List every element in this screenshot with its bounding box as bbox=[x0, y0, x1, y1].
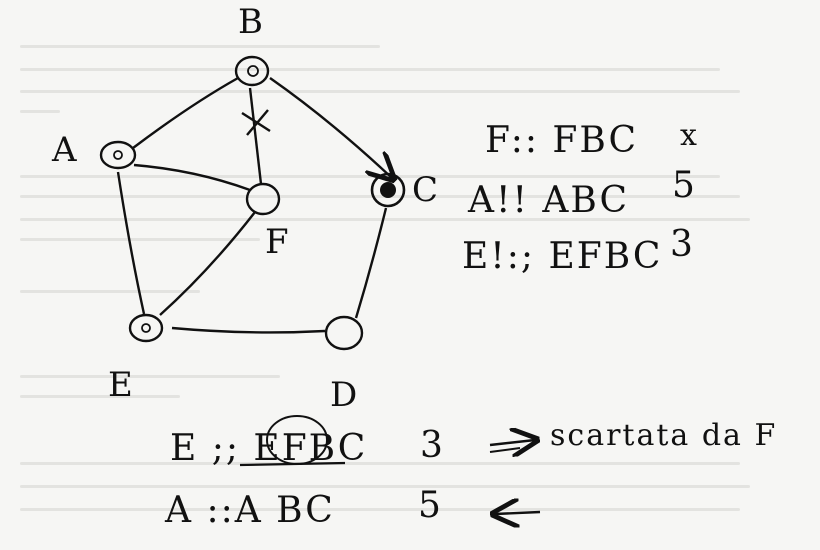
arrow-back bbox=[495, 512, 541, 514]
bottom-row-note: scartata da F bbox=[550, 418, 778, 453]
table-row-cost: x bbox=[680, 118, 699, 153]
node-label-c: C bbox=[412, 170, 441, 210]
edge-a-f bbox=[133, 163, 251, 192]
node-label-a: A bbox=[52, 130, 79, 170]
edge-e-d bbox=[171, 326, 326, 334]
cut-mark bbox=[241, 109, 271, 136]
arrow-to-note bbox=[489, 440, 535, 452]
edge-a-e bbox=[116, 171, 146, 315]
node-label-b: B bbox=[238, 2, 265, 42]
table-row-path: A!! ABC bbox=[468, 180, 630, 221]
node-label-f: F bbox=[265, 222, 291, 262]
edge-a-b bbox=[132, 76, 239, 149]
table-row-cost: 3 bbox=[670, 224, 695, 265]
edge-c-d bbox=[354, 207, 388, 319]
node-label-e: E bbox=[108, 365, 135, 405]
edge-f-e bbox=[159, 211, 256, 316]
bottom-row-cost: 5 bbox=[418, 485, 443, 526]
node-label-d: D bbox=[330, 375, 360, 415]
node-a bbox=[99, 140, 137, 170]
node-b bbox=[234, 55, 270, 87]
bottom-row-cost: 3 bbox=[420, 425, 445, 466]
table-row-path: E!:; EFBC bbox=[462, 236, 663, 277]
node-f bbox=[245, 182, 281, 216]
node-c bbox=[370, 172, 406, 208]
bottom-row-path: E ;; EFBC bbox=[170, 428, 368, 469]
node-d bbox=[324, 315, 364, 351]
edge-b-c bbox=[269, 77, 392, 178]
node-e bbox=[128, 313, 164, 343]
bottom-row-path: A ::A BC bbox=[165, 490, 335, 531]
table-row-cost: 5 bbox=[672, 165, 697, 206]
table-row-path: F:: FBC bbox=[485, 120, 639, 161]
underline-stroke bbox=[239, 461, 346, 467]
edge-b-f bbox=[248, 87, 263, 185]
